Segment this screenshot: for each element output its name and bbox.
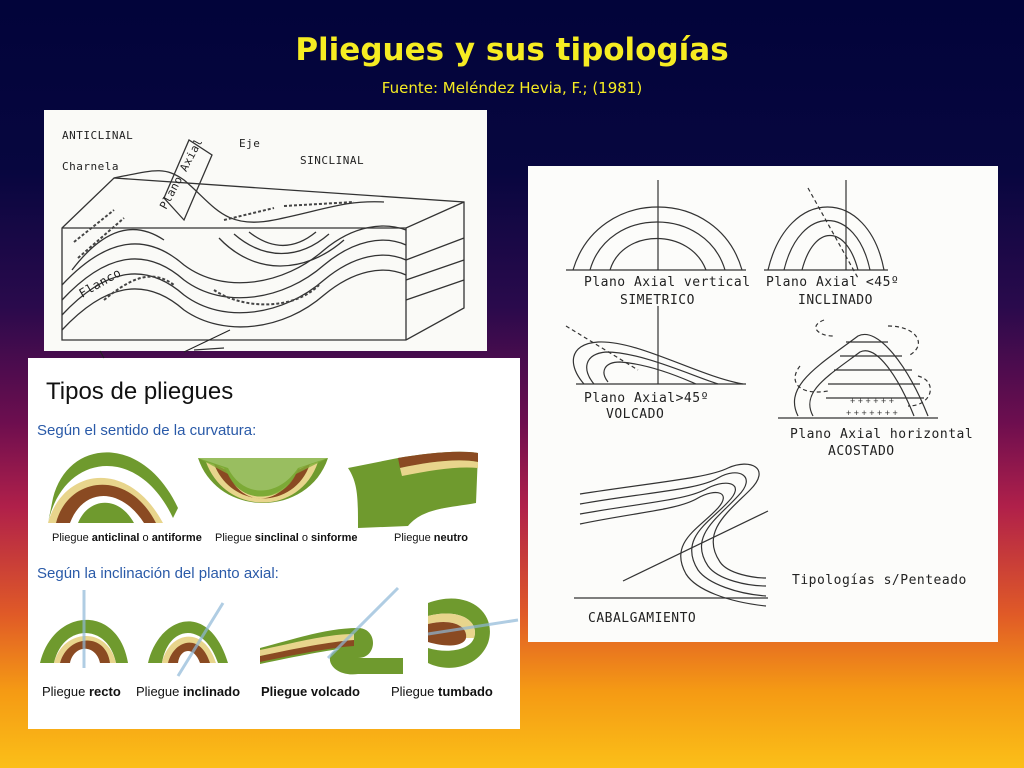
caption-sinclinal: Pliegue sinclinal o sinforme — [215, 532, 358, 544]
label-plano-axial: Plano Axial — [157, 136, 205, 211]
caption-volcado: Pliegue volcado — [261, 684, 360, 699]
fold-type-illustrations — [40, 451, 519, 677]
fold-types-panel: Tipos de pliegues Según el sentido de la… — [28, 358, 520, 729]
label-plano-axial-vertical: Plano Axial vertical — [584, 275, 751, 290]
slide-subtitle: Fuente: Meléndez Hevia, F.; (1981) — [381, 79, 643, 97]
caption-neutro: Pliegue neutro — [394, 532, 468, 544]
label-cabalgamiento: CABALGAMIENTO — [588, 611, 696, 626]
recumbent-fold-illustration — [427, 598, 519, 668]
typology-sketch: + + + + + + + + + + + + + Plano Axial ve… — [565, 180, 973, 626]
upright-fold-illustration — [40, 590, 128, 668]
caption-anticlinal: Pliegue anticlinal o antiforme — [52, 532, 202, 544]
label-acostado: ACOSTADO — [828, 444, 895, 459]
anticline-illustration — [48, 452, 178, 523]
block-diagram-sketch: ANTICLINAL Charnela Eje SINCLINAL Plano … — [61, 129, 465, 351]
label-charnela: Charnela — [62, 160, 119, 173]
label-simetrico: SIMETRICO — [620, 293, 695, 308]
fold-typology-sketch: + + + + + + + + + + + + + Plano Axial ve… — [528, 166, 998, 642]
syncline-illustration — [198, 458, 328, 503]
label-plano-axial-horizontal: Plano Axial horizontal — [790, 427, 973, 442]
label-flanco: Flanco — [77, 265, 124, 300]
caption-inclinado: Pliegue inclinado — [136, 684, 241, 699]
curvature-section-title: Según el sentido de la curvatura: — [37, 422, 257, 439]
fold-block-diagram: ANTICLINAL Charnela Eje SINCLINAL Plano … — [44, 110, 487, 351]
label-plano-axial-45: Plano Axial <45º — [766, 275, 899, 290]
label-volcado: VOLCADO — [606, 407, 664, 422]
svg-text:+ + + + + + +: + + + + + + + — [846, 408, 898, 418]
svg-text:+ + + + + +: + + + + + + — [850, 396, 894, 406]
neutral-fold-illustration — [348, 451, 478, 528]
label-sinclinal: SINCLINAL — [300, 154, 364, 167]
label-inclinado: INCLINADO — [798, 293, 873, 308]
label-eje: Eje — [239, 137, 260, 150]
label-anticlinal: ANTICLINAL — [62, 129, 133, 142]
fold-types-heading: Tipos de pliegues — [46, 378, 234, 405]
caption-recto: Pliegue recto — [42, 684, 121, 699]
inclined-fold-illustration — [148, 602, 228, 677]
inclination-section-title: Según la inclinación del planto axial: — [37, 565, 279, 582]
overturned-fold-illustration — [260, 586, 403, 675]
caption-tumbado: Pliegue tumbado — [391, 684, 493, 699]
slide-title: Pliegues y sus tipologías — [295, 32, 729, 68]
label-credit: Tipologías s/Penteado — [792, 573, 967, 588]
label-plano-axial-mayor-45: Plano Axial>45º — [584, 391, 709, 406]
